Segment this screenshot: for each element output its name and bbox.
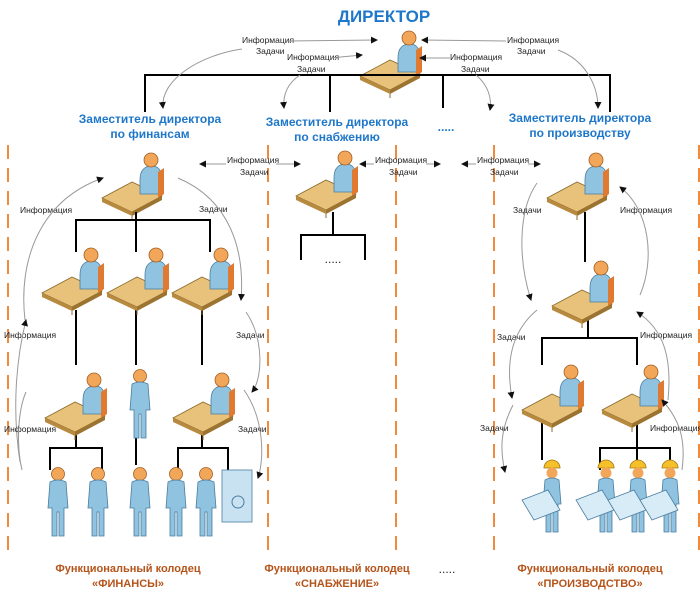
production-worker-2-icon [575,459,616,533]
svg-text:Заместитель директора: Заместитель директора [79,112,222,126]
svg-text:Задачи: Задачи [389,167,418,177]
svg-text:Информация: Информация [287,52,339,62]
well-production-label: Функциональный колодец «ПРОИЗВОДСТВО» [517,563,663,590]
director-title: ДИРЕКТОР [338,7,430,26]
svg-text:Информация: Информация [242,35,294,45]
finance-staff-5-icon [195,467,217,537]
svg-text:Информация: Информация [620,205,672,215]
svg-text:Информация: Информация [507,35,559,45]
director-flow-left-inner: Информация Задачи [279,52,363,109]
svg-text:по производству: по производству [529,126,631,140]
svg-text:Информация: Информация [227,155,279,165]
finance-staff-1-icon [47,467,69,537]
svg-text:Функциональный колодец: Функциональный колодец [264,563,410,575]
svg-text:«ПРОИЗВОДСТВО»: «ПРОИЗВОДСТВО» [537,578,642,590]
svg-text:Заместитель директора: Заместитель директора [509,111,652,125]
finance-staff-4-icon [165,467,187,537]
finance-staff-2-icon [87,467,109,537]
finance-accountant-desk-1-icon [41,247,105,316]
production-designer-desk-icon [551,260,615,329]
director-desk-icon [359,30,423,99]
svg-text:Задачи: Задачи [297,64,326,74]
deputy-more-ellipsis: ..... [438,120,455,134]
svg-text:по финансам: по финансам [110,127,189,141]
finance-cashier-desk-icon [172,372,236,441]
deputy-finance-title: Заместитель директора по финансам [79,112,222,141]
supply-ellipsis: ..... [325,252,342,266]
svg-text:Информация: Информация [450,52,502,62]
svg-text:Задачи: Задачи [480,423,509,433]
finance-side-flows: Информация Задачи Информация Задачи Инфо… [4,176,267,479]
well-more-ellipsis: ..... [439,562,456,576]
production-side-flows: Задачи Информация Задачи Информация Зада… [480,182,700,473]
svg-text:по снабжению: по снабжению [294,130,380,144]
safe-icon [221,469,253,523]
svg-text:Информация: Информация [640,330,692,340]
svg-text:Информация: Информация [20,205,72,215]
svg-text:Функциональный колодец: Функциональный колодец [517,563,663,575]
supply-deputy-desk-icon [295,150,359,219]
well-supply-label: Функциональный колодец «СНАБЖЕНИЕ» [264,563,410,590]
production-deputy-desk-icon [546,152,610,221]
flow-supply-more: Информация Задачи [359,155,441,177]
director-flow-left-outer: Информация Задачи [158,35,378,109]
svg-text:Задачи: Задачи [236,330,265,340]
production-designer-2-desk-icon [521,364,585,433]
svg-text:Задачи: Задачи [199,204,228,214]
svg-text:Информация: Информация [4,424,56,434]
director-flow-right-inner: Информация Задачи [419,52,502,111]
deputy-supply-title: Заместитель директора по снабжению [266,115,409,144]
production-tree-lines [541,212,671,470]
finance-accountant-desk-2-icon [106,247,170,316]
svg-text:Информация: Информация [650,423,700,433]
production-engineer-desk-icon [601,364,665,433]
finance-courier-icon [129,369,151,439]
finance-accountant-desk-3-icon [171,247,235,316]
well-finance-label: Функциональный колодец «ФИНАНСЫ» [55,563,201,590]
svg-text:«ФИНАНСЫ»: «ФИНАНСЫ» [92,578,164,590]
svg-text:Задачи: Задачи [461,64,490,74]
top-hierarchy-lines [144,74,611,112]
svg-text:Задачи: Задачи [490,167,519,177]
finance-staff-3-icon [129,467,151,537]
production-worker-1-icon [521,459,562,533]
director-flow-right-outer: Информация Задачи [421,35,602,109]
flow-more-production: Информация Задачи [461,155,541,177]
supply-tree-lines [300,212,366,260]
deputy-production-title: Заместитель директора по производству [509,111,652,140]
svg-text:Информация: Информация [375,155,427,165]
svg-text:Задачи: Задачи [513,205,542,215]
svg-text:Задачи: Задачи [238,424,267,434]
svg-text:«СНАБЖЕНИЕ»: «СНАБЖЕНИЕ» [295,578,379,590]
flow-finance-supply: Информация Задачи [199,155,301,177]
svg-text:Задачи: Задачи [256,46,285,56]
svg-text:Заместитель директора: Заместитель директора [266,115,409,129]
svg-text:Информация: Информация [4,330,56,340]
finance-deputy-desk-icon [101,152,165,221]
svg-text:Информация: Информация [477,155,529,165]
svg-text:Задачи: Задачи [517,46,546,56]
svg-text:Функциональный колодец: Функциональный колодец [55,563,201,575]
svg-text:Задачи: Задачи [497,332,526,342]
svg-text:Задачи: Задачи [240,167,269,177]
